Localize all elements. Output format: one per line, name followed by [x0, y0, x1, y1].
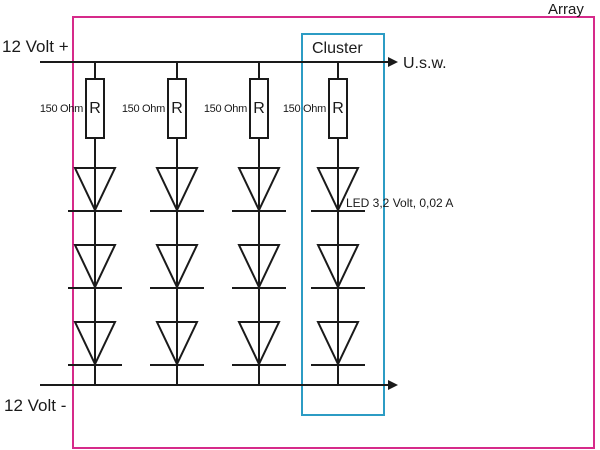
led-string: R 150 Ohm	[204, 62, 286, 385]
led-string: R 150 Ohm	[283, 62, 365, 385]
positive-rail-arrow-icon	[388, 57, 398, 67]
resistor-symbol: R	[253, 100, 265, 117]
continuation-label: U.s.w.	[403, 55, 447, 72]
resistor-icon	[167, 78, 187, 139]
resistor-symbol: R	[171, 100, 183, 117]
led-spec-label: LED 3,2 Volt, 0,02 A	[346, 196, 453, 210]
cluster-frame	[301, 33, 385, 416]
cluster-label: Cluster	[312, 40, 363, 57]
led-strings: R 150 Ohm R 150 Ohm R 150 Ohm R 150 Ohm	[40, 62, 365, 385]
resistor-value-label: 150 Ohm	[204, 103, 247, 115]
resistor-icon	[249, 78, 269, 139]
resistor-icon	[85, 78, 105, 139]
resistor-value-label: 150 Ohm	[283, 103, 326, 115]
negative-rail-arrow-icon	[388, 380, 398, 390]
resistor-symbol: R	[89, 100, 101, 117]
resistor-symbol: R	[332, 100, 344, 117]
array-frame	[72, 16, 595, 449]
resistor-icon	[328, 78, 348, 139]
resistor-value-label: 150 Ohm	[122, 103, 165, 115]
led-string: R 150 Ohm	[122, 62, 204, 385]
array-label: Array	[548, 1, 584, 18]
negative-rail-label: 12 Volt -	[4, 396, 66, 415]
resistor-value-label: 150 Ohm	[40, 103, 83, 115]
led-string: R 150 Ohm	[40, 62, 122, 385]
positive-rail-label: 12 Volt +	[2, 37, 69, 56]
